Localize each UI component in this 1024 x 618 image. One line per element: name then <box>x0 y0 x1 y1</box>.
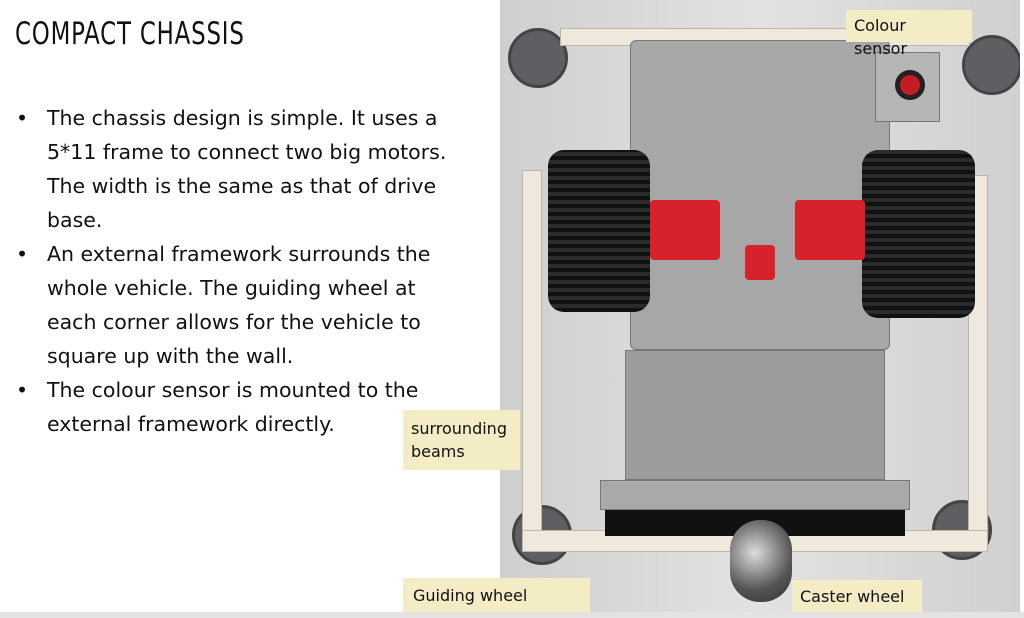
bottom-beam <box>600 480 910 510</box>
red-pin <box>745 245 775 280</box>
label-colour-sensor: Colour sensor <box>846 10 972 58</box>
bullet-item: An external framework surrounds the whol… <box>14 237 454 373</box>
bullet-list: The chassis design is simple. It uses a … <box>14 101 454 441</box>
motor-block <box>625 350 885 480</box>
guiding-wheel-top-right <box>962 35 1020 95</box>
left-tire <box>548 150 650 312</box>
label-caster-wheel: Caster wheel <box>792 580 922 612</box>
red-axle-left <box>650 200 720 260</box>
guiding-wheel-top-left <box>508 28 568 88</box>
beam-left <box>522 170 542 550</box>
robot-chassis-photo <box>500 0 1020 612</box>
bottom-bar <box>0 612 1024 618</box>
bullet-item: The colour sensor is mounted to the exte… <box>14 373 454 441</box>
caster-ball <box>730 520 792 602</box>
bullet-item: The chassis design is simple. It uses a … <box>14 101 454 237</box>
label-surrounding-beams: surrounding beams <box>403 410 520 470</box>
right-tire <box>862 150 975 318</box>
slide-title: COMPACT CHASSIS <box>15 16 245 52</box>
sensor-eye-icon <box>895 70 925 100</box>
label-guiding-wheel: Guiding wheel <box>403 578 590 612</box>
red-axle-right <box>795 200 865 260</box>
chassis-body <box>630 40 890 350</box>
colour-sensor-body <box>875 52 940 122</box>
